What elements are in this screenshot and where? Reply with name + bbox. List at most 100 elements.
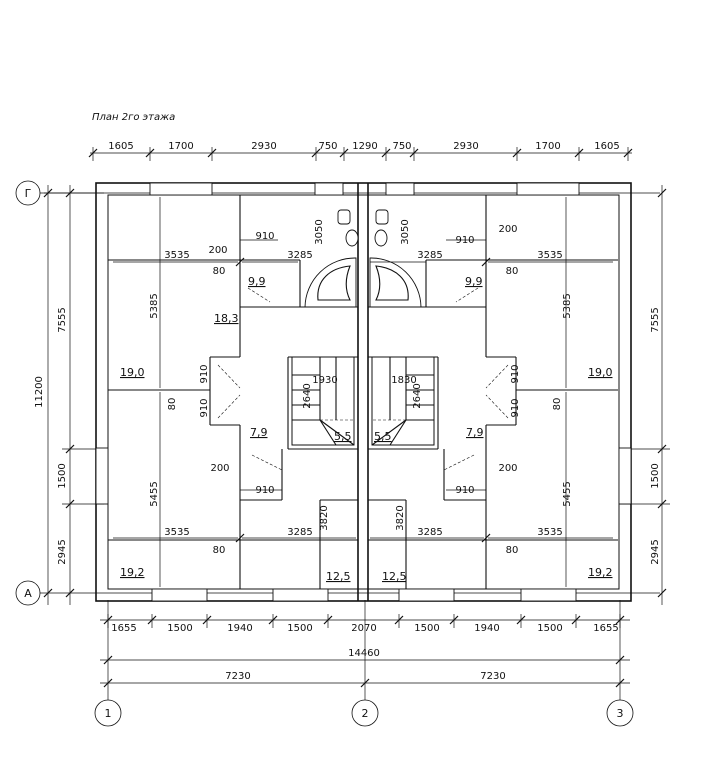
dim-910-bl: 910 xyxy=(255,485,274,496)
dim-910-mr2: 910 xyxy=(510,398,521,417)
right-dimension-chains: 7555 1500 2945 xyxy=(620,185,670,605)
partitions-right xyxy=(368,195,618,589)
dim-3050-r: 3050 xyxy=(400,219,411,244)
dim-910-br: 910 xyxy=(455,485,474,496)
room-area-right-bottom: 19,2 xyxy=(588,566,613,579)
bottom-dim-6: 1500 xyxy=(414,623,439,634)
top-dim-2: 1700 xyxy=(168,141,193,152)
dim-200-br: 200 xyxy=(498,463,517,474)
top-dim-1: 1605 xyxy=(108,141,133,152)
half-width-right: 7230 xyxy=(480,671,505,682)
axis-1-label: 1 xyxy=(105,707,112,720)
left-dim-upper: 7555 xyxy=(57,307,68,332)
axis-a-label: А xyxy=(24,587,32,600)
room-area-left-hall: 7,9 xyxy=(250,426,268,439)
dim-80-bl: 80 xyxy=(213,545,226,556)
room-area-right-top: 19,0 xyxy=(588,366,613,379)
dim-1830: 1830 xyxy=(391,375,416,386)
dim-2640-r: 2640 xyxy=(412,383,423,408)
overall-width-label: 14460 xyxy=(348,648,380,659)
plan-title: План 2го этажа xyxy=(92,112,175,123)
axis-g-label: Г xyxy=(25,187,32,200)
dim-910-ml1: 910 xyxy=(199,364,210,383)
toilet-right xyxy=(375,209,389,225)
dim-3535-br: 3535 xyxy=(537,527,562,538)
room-area-right-small: 9,9 xyxy=(465,275,483,288)
room-area-left-upper-mid: 18,3 xyxy=(214,312,239,325)
left-dim-lower: 2945 xyxy=(57,539,68,564)
dim-80-br: 80 xyxy=(506,545,519,556)
top-dim-9: 1605 xyxy=(594,141,619,152)
bottom-dim-5: 2070 xyxy=(351,623,376,634)
dim-80-tr: 80 xyxy=(506,266,519,277)
bottom-dim-8: 1500 xyxy=(537,623,562,634)
dim-3535-bl: 3535 xyxy=(164,527,189,538)
dim-910-tl: 910 xyxy=(255,231,274,242)
axis-2-bubble xyxy=(351,699,379,727)
sink-right xyxy=(374,229,388,247)
dim-200-bl: 200 xyxy=(210,463,229,474)
dim-5455-l: 5455 xyxy=(149,481,160,506)
right-dim-lower: 2945 xyxy=(650,539,661,564)
left-dim-overall: 11200 xyxy=(34,376,45,408)
right-dim-upper: 7555 xyxy=(650,307,661,332)
room-area-left-stair: 5,5 xyxy=(334,430,352,443)
dim-200-tl: 200 xyxy=(208,245,227,256)
top-dim-8: 1700 xyxy=(535,141,560,152)
top-dim-6: 750 xyxy=(392,141,411,152)
bottom-dim-1: 1655 xyxy=(111,623,136,634)
column-axes: 1 2 3 xyxy=(94,600,634,727)
axis-3-bubble xyxy=(606,699,634,727)
right-dim-mid: 1500 xyxy=(650,463,661,488)
room-area-left-top: 19,0 xyxy=(120,366,145,379)
bottom-dim-3: 1940 xyxy=(227,623,252,634)
dim-910-tr: 910 xyxy=(455,235,474,246)
dim-80-ml: 80 xyxy=(167,398,178,411)
bottom-dim-2: 1500 xyxy=(167,623,192,634)
top-dim-3: 2930 xyxy=(251,141,276,152)
dim-5385-l: 5385 xyxy=(149,293,160,318)
dim-1930: 1930 xyxy=(312,375,337,386)
dim-3820-l: 3820 xyxy=(319,505,330,530)
dim-3820-r: 3820 xyxy=(395,505,406,530)
dim-3285-tr: 3285 xyxy=(417,250,442,261)
dim-5385-r: 5385 xyxy=(562,293,573,318)
dim-80-tl: 80 xyxy=(213,266,226,277)
internal-dim-labels: 3535 3535 3535 3535 3285 3285 3285 3285 … xyxy=(149,219,573,556)
left-dimension-chains: 11200 7555 1500 2945 xyxy=(34,185,104,605)
dim-3535-tr: 3535 xyxy=(537,250,562,261)
room-areas: 19,0 19,2 19,0 19,2 18,3 9,9 9,9 7,9 7,9… xyxy=(120,275,613,583)
room-area-right-corr: 12,5 xyxy=(382,570,407,583)
dim-200-tr: 200 xyxy=(498,224,517,235)
bottom-dim-9: 1655 xyxy=(593,623,618,634)
dim-5455-r: 5455 xyxy=(562,481,573,506)
dim-80-mr: 80 xyxy=(552,398,563,411)
bottom-dim-7: 1940 xyxy=(474,623,499,634)
bottom-dim-4: 1500 xyxy=(287,623,312,634)
internal-dim-lines xyxy=(113,197,613,587)
dim-3285-br: 3285 xyxy=(417,527,442,538)
room-area-right-stair: 5,5 xyxy=(374,430,392,443)
room-area-left-small: 9,9 xyxy=(248,275,266,288)
axis-3-label: 3 xyxy=(617,707,624,720)
axis-1-bubble xyxy=(94,699,122,727)
dim-910-mr1: 910 xyxy=(510,364,521,383)
outer-walls xyxy=(95,182,632,602)
top-dim-7: 2930 xyxy=(453,141,478,152)
bathroom-fixtures xyxy=(304,209,422,308)
left-dim-mid: 1500 xyxy=(57,463,68,488)
room-area-left-corr: 12,5 xyxy=(326,570,351,583)
half-width-left: 7230 xyxy=(225,671,250,682)
top-dimension-chain: 1605 1700 2930 750 1290 750 2930 1700 16… xyxy=(88,141,633,161)
dim-3050-l: 3050 xyxy=(314,219,325,244)
axis-2-label: 2 xyxy=(362,707,369,720)
dim-910-ml2: 910 xyxy=(199,398,210,417)
dim-3535-tl: 3535 xyxy=(164,250,189,261)
toilet-left xyxy=(337,209,351,225)
dim-3285-tl: 3285 xyxy=(287,250,312,261)
room-area-left-bottom: 19,2 xyxy=(120,566,145,579)
room-area-right-hall: 7,9 xyxy=(466,426,484,439)
top-dim-5: 1290 xyxy=(352,141,377,152)
sink-left xyxy=(345,229,359,247)
